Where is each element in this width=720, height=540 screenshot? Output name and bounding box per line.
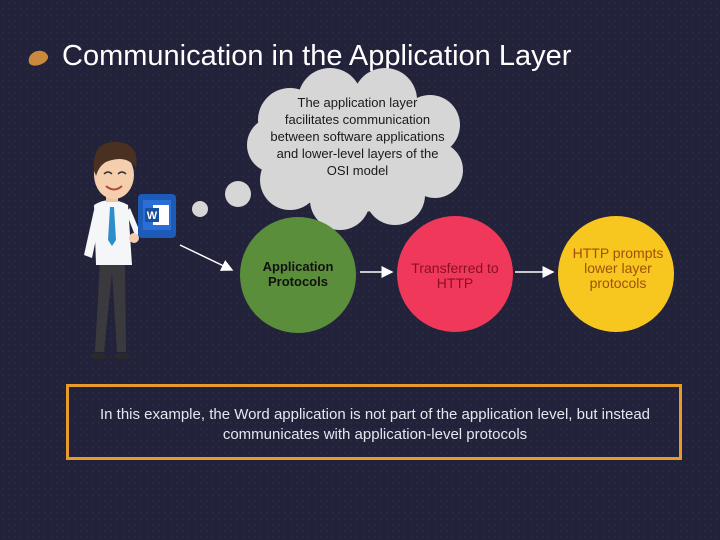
- word-icon: W: [138, 194, 176, 238]
- transferred-to-http-circle: [397, 216, 513, 332]
- note-text: In this example, the Word application is…: [99, 406, 651, 443]
- transferred-to-http-label: Transferred to HTTP: [411, 260, 499, 291]
- http-prompts-circle: [558, 216, 674, 332]
- cloud-text: The application layer facilitates commun…: [270, 95, 445, 178]
- http-prompts-label: HTTP prompts lower layer protocols: [572, 245, 664, 291]
- arrow-icon: [179, 244, 234, 271]
- application-protocols-circle: [240, 217, 356, 333]
- application-protocols-label: Application Protocols: [262, 259, 334, 289]
- page-title: Communication in the Application Layer: [62, 40, 572, 72]
- thought-cloud: [192, 68, 463, 230]
- note-box: [66, 384, 682, 460]
- person-illustration: [84, 141, 140, 359]
- svg-text:W: W: [147, 210, 158, 222]
